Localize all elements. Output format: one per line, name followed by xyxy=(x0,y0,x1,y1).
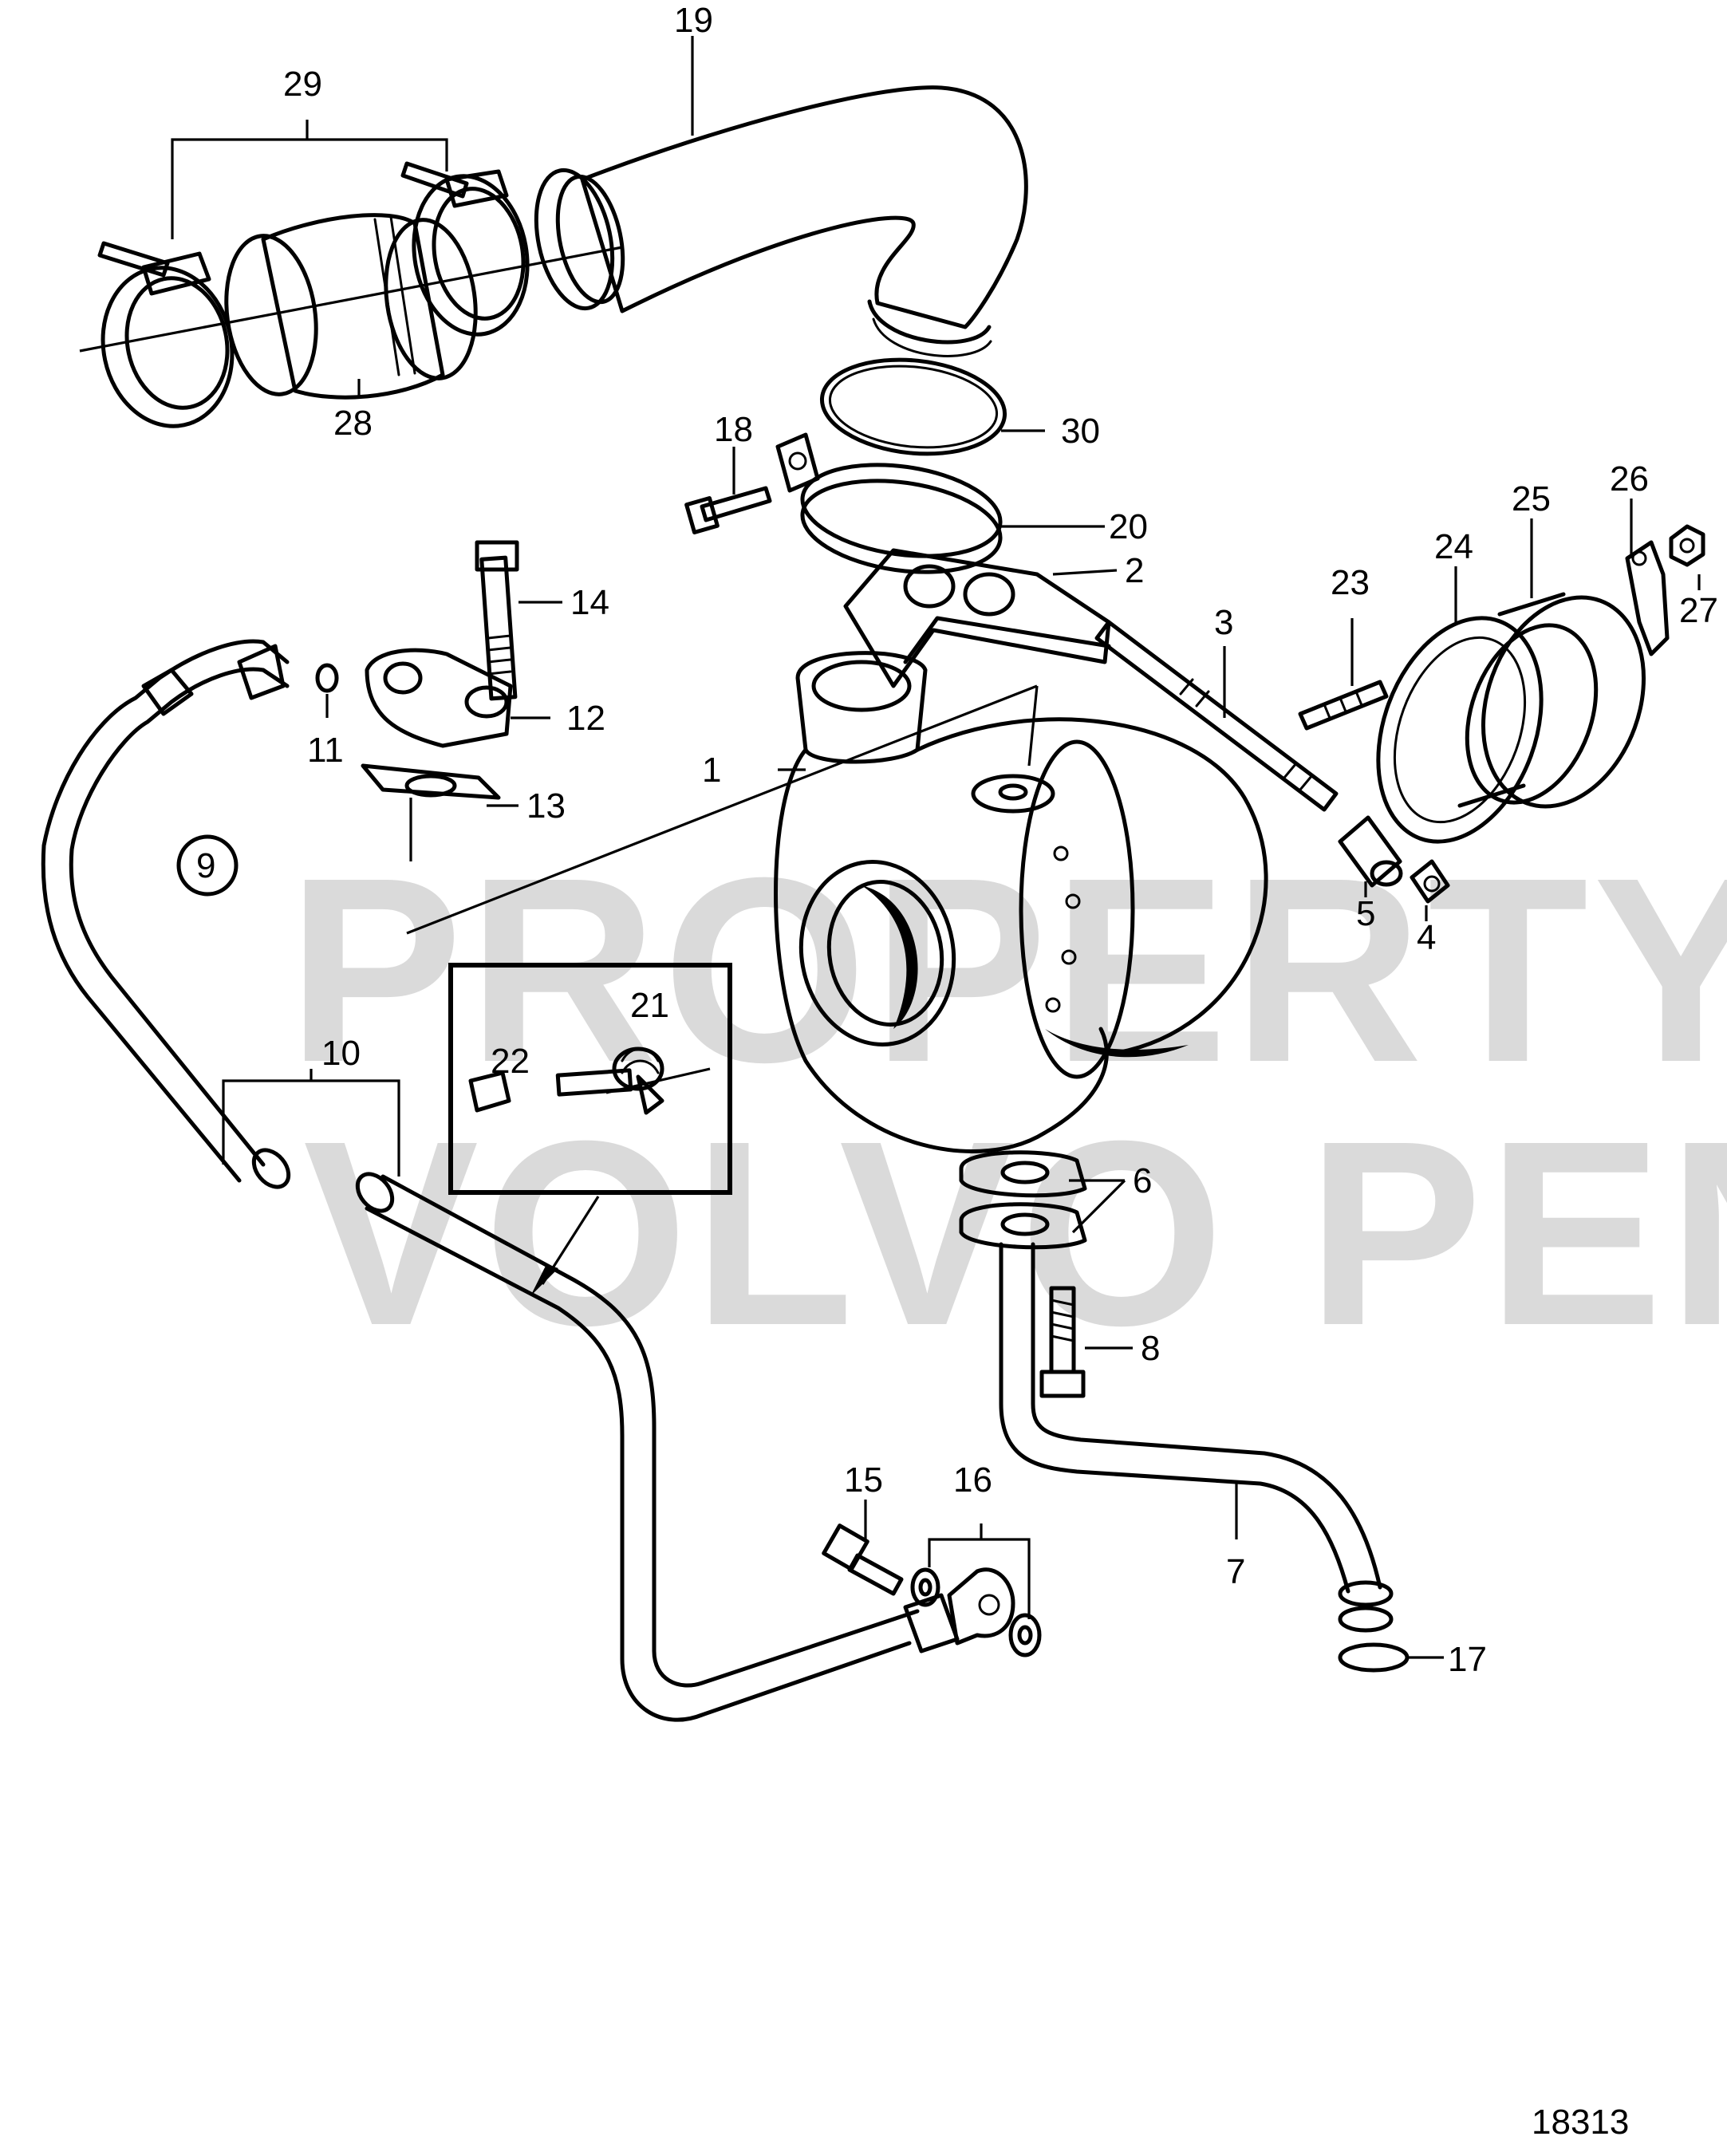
callout-17: 17 xyxy=(1448,1640,1487,1679)
callout-9-circle xyxy=(176,834,239,897)
exhaust-stud xyxy=(1298,680,1389,731)
turbocharger xyxy=(774,548,1268,1153)
callout-24: 24 xyxy=(1434,527,1473,566)
callout-22: 22 xyxy=(491,1042,530,1081)
intake-elbow-pipe xyxy=(534,85,1028,357)
callout-9: 9 xyxy=(196,846,215,885)
callout-26: 26 xyxy=(1610,459,1649,499)
callout-3: 3 xyxy=(1214,603,1233,642)
callout-27: 27 xyxy=(1679,591,1718,630)
clamp-bolt xyxy=(684,486,772,534)
drain-flange-bolt xyxy=(1039,1286,1086,1398)
v-band-clamp xyxy=(775,432,1003,574)
callout-25: 25 xyxy=(1512,479,1551,518)
oil-drain-pipe xyxy=(999,1242,1394,1633)
leader-lines xyxy=(171,36,1701,1659)
stud-spacer-nut xyxy=(1094,620,1450,904)
callout-8: 8 xyxy=(1141,1329,1160,1368)
oil-drain-gaskets xyxy=(959,1150,1087,1250)
callout-21: 21 xyxy=(630,986,669,1025)
watermark-line1: PROPERTY OF xyxy=(287,822,1727,1117)
drain-pipe-o-ring xyxy=(1338,1642,1410,1673)
callout-13: 13 xyxy=(526,786,566,826)
flange-bracket xyxy=(1625,524,1705,656)
callout-5: 5 xyxy=(1356,894,1375,933)
intake-hose-and-clamps xyxy=(79,161,623,428)
callout-19: 19 xyxy=(674,1,713,40)
callout-10: 10 xyxy=(321,1034,361,1073)
banjo-bolt-washers xyxy=(822,1523,1042,1657)
callout-30: 30 xyxy=(1061,412,1100,451)
callout-11: 11 xyxy=(307,731,344,770)
callout-4: 4 xyxy=(1417,918,1436,957)
callout-12: 12 xyxy=(566,699,605,738)
callout-23: 23 xyxy=(1331,563,1370,602)
callout-20: 20 xyxy=(1109,507,1148,546)
callout-6: 6 xyxy=(1133,1161,1152,1200)
callout-18: 18 xyxy=(714,410,753,449)
callout-14: 14 xyxy=(570,583,609,622)
callout-16: 16 xyxy=(953,1460,992,1500)
callout-7: 7 xyxy=(1226,1552,1245,1591)
figure-number: 18313 xyxy=(1532,2103,1629,2142)
callout-2: 2 xyxy=(1125,551,1144,590)
callout-29: 29 xyxy=(283,65,322,104)
oil-inlet-fitting xyxy=(315,540,519,800)
detail-inset xyxy=(448,963,732,1296)
exhaust-gasket xyxy=(1376,616,1544,844)
oil-supply-pipe xyxy=(41,639,1015,1722)
o-ring xyxy=(819,357,1007,456)
exhaust-flange xyxy=(1457,592,1646,809)
callout-15: 15 xyxy=(844,1460,883,1500)
callout-1: 1 xyxy=(702,751,721,790)
callout-labels: 1 2 3 4 5 6 7 8 9 10 11 12 13 14 15 16 1… xyxy=(176,1,1718,1679)
callout-28: 28 xyxy=(333,404,373,443)
